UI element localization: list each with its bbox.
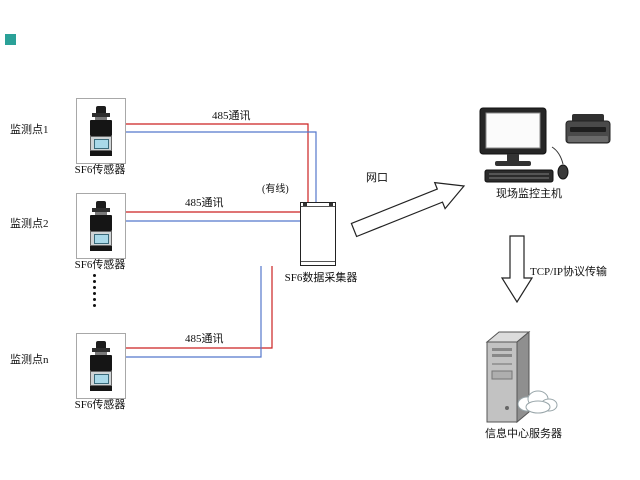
monitor-icon xyxy=(479,107,547,166)
sensor-screen xyxy=(93,233,109,244)
server-label: 信息中心服务器 xyxy=(485,428,562,440)
bus-485-label-n: 485通讯 xyxy=(185,333,224,345)
sensor-screen xyxy=(93,138,109,149)
tcpip-arrow xyxy=(500,235,534,304)
monitoring-point-2-label: 监测点2 xyxy=(10,218,49,230)
sf6-sensor-2-label: SF6传感器 xyxy=(74,259,126,271)
bus-485-label-1: 485通讯 xyxy=(212,110,251,122)
wire-485-pointn-red xyxy=(124,266,273,349)
collector-label: SF6数据采集器 xyxy=(284,272,358,284)
wire-485-point1-blue xyxy=(124,131,317,202)
cloud-icon xyxy=(517,390,558,414)
host-label: 现场监控主机 xyxy=(496,188,562,200)
keyboard-icon xyxy=(484,169,554,183)
mouse-icon xyxy=(551,146,569,180)
sf6-sensor-n xyxy=(76,333,126,399)
sf6-sensor-1-label: SF6传感器 xyxy=(74,164,126,176)
wired-note: (有线) xyxy=(262,184,289,195)
sf6-data-collector xyxy=(300,202,336,266)
ellipsis-dots xyxy=(93,274,96,307)
sensor-device-icon xyxy=(90,106,112,156)
bus-485-label-2: 485通讯 xyxy=(185,197,224,209)
printer-icon xyxy=(565,114,611,144)
monitoring-point-1-label: 监测点1 xyxy=(10,124,49,136)
network-port-arrow xyxy=(350,181,466,238)
wire-485-pointn-blue xyxy=(124,266,262,358)
corner-marker xyxy=(5,34,16,45)
sf6-sensor-1 xyxy=(76,98,126,164)
sensor-screen xyxy=(93,373,109,384)
sf6-sensor-2 xyxy=(76,193,126,259)
tcpip-label: TCP/IP协议传输 xyxy=(530,266,608,278)
wire-485-point1-red xyxy=(124,123,309,202)
sf6-sensor-n-label: SF6传感器 xyxy=(74,399,126,411)
sensor-device-icon xyxy=(90,341,112,391)
network-port-label: 网口 xyxy=(366,172,388,184)
monitoring-point-n-label: 监测点n xyxy=(10,354,49,366)
sensor-device-icon xyxy=(90,201,112,251)
